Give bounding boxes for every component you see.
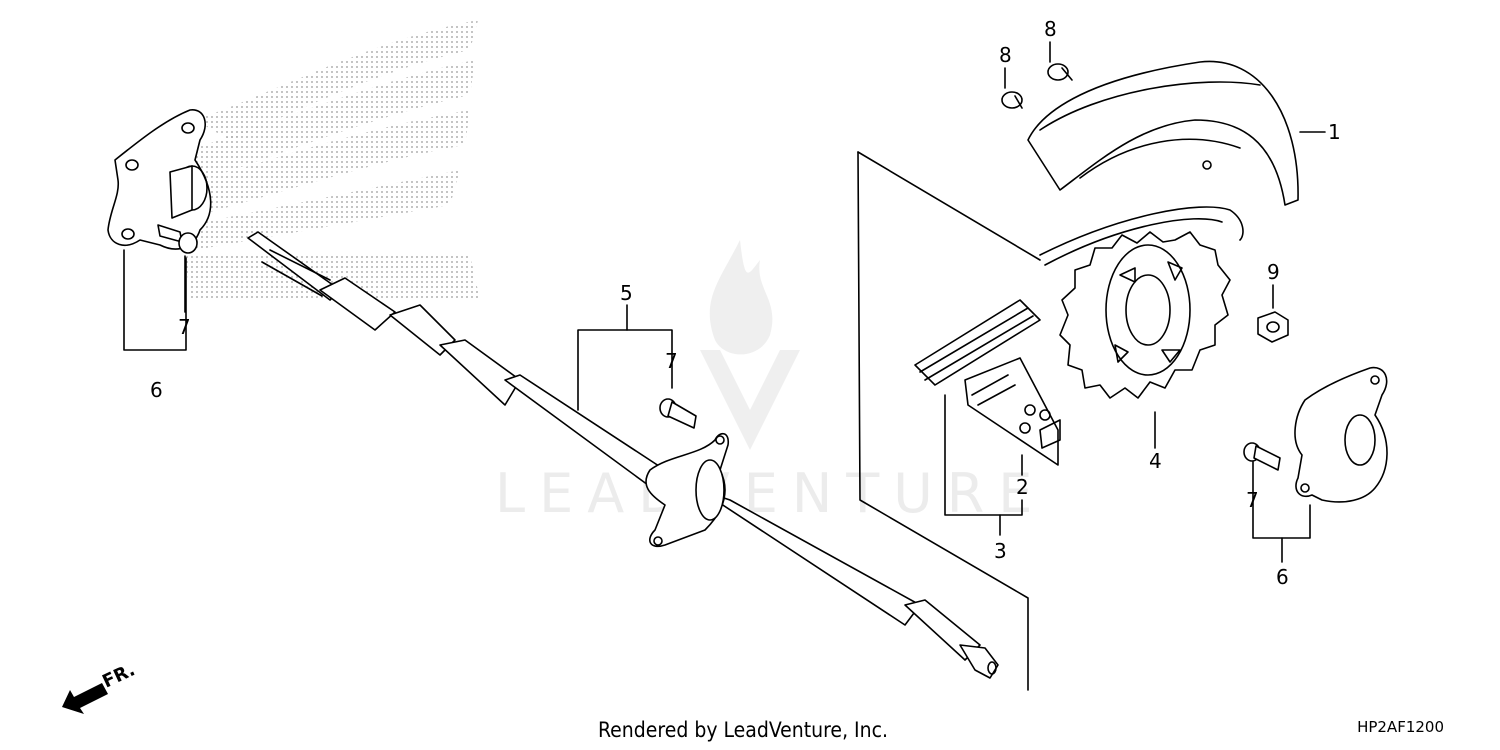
rear-sprocket [1059,231,1231,399]
center-callout-bracket [577,329,673,411]
callout-6-right: 6 [1276,565,1289,589]
center-hub-flange [645,432,730,548]
left-hub-flange [107,109,212,250]
callout-8-right: 8 [1044,17,1057,41]
callout-8-left: 8 [999,43,1012,67]
right-hub-bolt [1243,442,1281,471]
callout-numbers: 1 2 3 4 5 6 6 7 7 7 8 8 9 [150,17,1341,589]
callout-1: 1 [1328,120,1341,144]
left-hub-bolt [157,224,198,254]
diagram-code: HP2AF1200 [1357,718,1444,736]
rear-axle-shaft [247,231,999,679]
callout-3: 3 [994,539,1007,563]
right-hub-flange [1294,366,1388,503]
callout-2: 2 [1016,475,1029,499]
left-callout-bracket [123,249,187,351]
callout-9: 9 [1267,260,1280,284]
footer-credit: Rendered by LeadVenture, Inc. [598,718,888,742]
callout-6-left: 6 [150,378,163,402]
watermark: LEADVENTURE [495,240,1046,525]
chain-master-link [964,357,1061,466]
guard-bolt-left [1001,67,1023,109]
callout-7-center: 7 [665,349,678,373]
honda-wing-logo [185,20,480,300]
chain-callout-bracket [944,394,1023,516]
chain-guard [1027,60,1299,206]
drive-chain [914,206,1244,386]
callout-7-left: 7 [178,315,191,339]
guard-bolt-right [1047,41,1073,81]
center-hub-bolt [659,398,697,429]
callout-5: 5 [620,281,633,305]
front-direction-arrow: FR. [62,659,138,714]
callout-7-right: 7 [1246,488,1259,512]
front-direction-label: FR. [99,659,138,692]
sprocket-nut [1257,284,1289,343]
callout-4: 4 [1149,449,1162,473]
chain-group-outline [857,151,1029,691]
watermark-text: LEADVENTURE [495,462,1046,525]
